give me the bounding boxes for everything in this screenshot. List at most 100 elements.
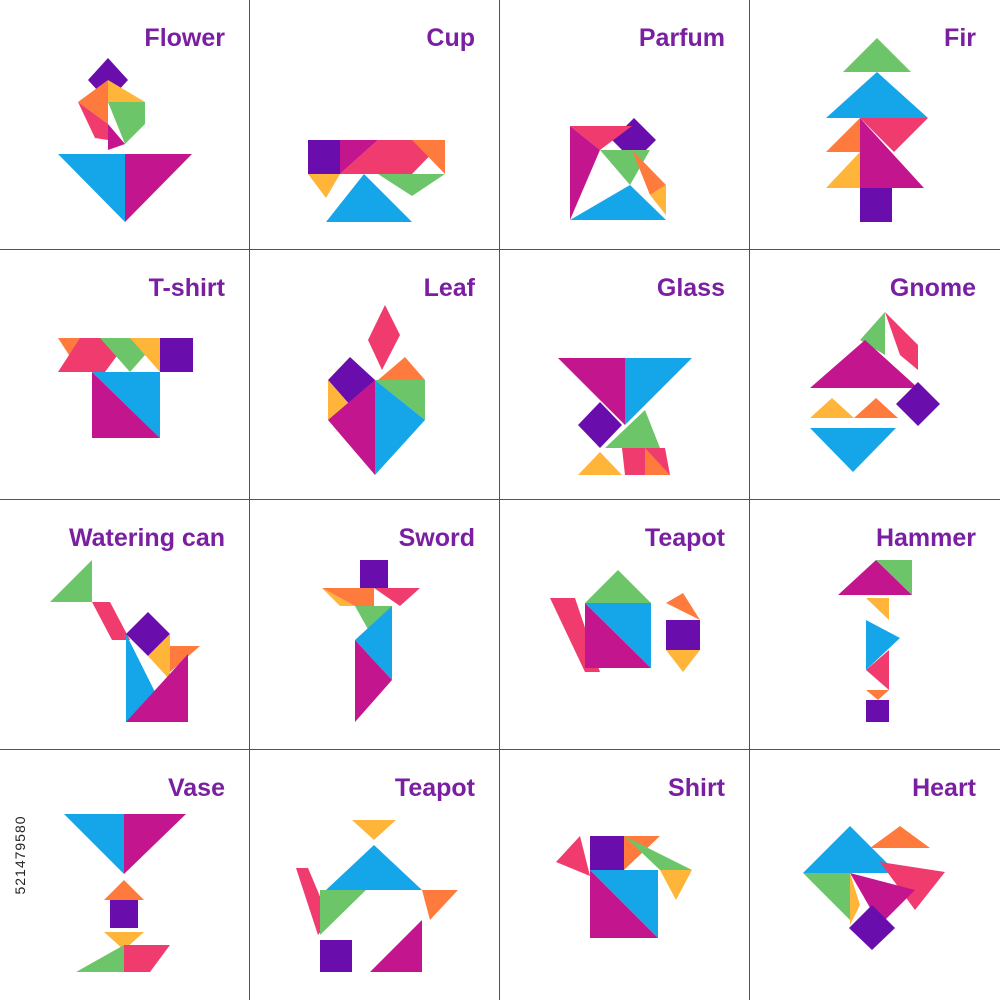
tangram-piece	[92, 372, 160, 438]
tangram-piece	[78, 102, 108, 140]
tangram-piece	[826, 118, 860, 152]
tangram-piece	[104, 932, 144, 950]
tangram-piece	[130, 338, 160, 372]
tangram-piece	[308, 174, 340, 198]
tangram-figure-5	[58, 338, 193, 438]
tangram-piece	[585, 570, 651, 603]
tangram-piece	[585, 603, 651, 668]
figure-label: Fir	[944, 24, 976, 52]
tangram-piece	[866, 620, 900, 670]
tangram-piece	[605, 410, 660, 448]
tangram-figure-12	[838, 560, 912, 722]
tangram-piece	[360, 560, 388, 588]
tangram-figure-4	[826, 38, 928, 222]
tangram-piece	[64, 814, 124, 874]
tangram-card-7: Glass	[500, 250, 750, 500]
tangram-piece	[326, 174, 412, 222]
figure-label: Leaf	[423, 274, 475, 302]
tangram-piece	[666, 620, 700, 650]
tangram-piece	[850, 873, 860, 925]
tangram-piece	[632, 150, 666, 195]
tangram-piece	[590, 836, 624, 870]
tangram-piece	[624, 836, 692, 870]
tangram-figure-14	[296, 820, 458, 972]
figure-label: Sword	[398, 524, 475, 552]
tangram-figure-16	[803, 826, 945, 950]
tangram-piece	[590, 870, 658, 938]
tangram-figure-9	[50, 560, 200, 722]
tangram-piece	[108, 124, 125, 150]
tangram-piece	[838, 560, 912, 595]
tangram-piece	[108, 102, 145, 144]
tangram-card-11: Teapot	[500, 500, 750, 750]
figure-label: Hammer	[875, 524, 976, 552]
figure-label: Shirt	[668, 774, 725, 802]
tangram-piece	[876, 560, 912, 595]
stock-id-label: 521479580	[6, 765, 34, 945]
tangram-piece	[125, 154, 192, 222]
tangram-card-14: Teapot	[250, 750, 500, 1000]
tangram-piece	[556, 836, 590, 876]
tangram-piece	[92, 602, 130, 640]
tangram-piece	[148, 634, 170, 680]
tangram-piece	[570, 126, 600, 220]
tangram-piece	[866, 598, 889, 620]
tangram-piece	[885, 312, 918, 370]
tangram-piece	[810, 340, 918, 388]
tangram-piece	[826, 72, 928, 118]
tangram-piece	[810, 428, 896, 472]
tangram-piece	[328, 380, 375, 475]
tangram-piece	[322, 588, 374, 606]
tangram-piece	[849, 905, 895, 950]
tangram-piece	[810, 398, 854, 418]
tangram-piece	[374, 588, 420, 606]
tangram-piece	[124, 814, 186, 874]
tangram-figure-7	[558, 358, 692, 475]
tangram-piece	[826, 152, 860, 188]
tangram-card-15: Shirt	[500, 750, 750, 1000]
tangram-piece	[854, 398, 898, 418]
tangram-piece	[645, 448, 670, 475]
tangram-piece	[340, 140, 445, 174]
stock-id-text: 521479580	[12, 815, 28, 895]
tangram-piece	[866, 690, 889, 700]
figure-label: Teapot	[394, 774, 475, 802]
tangram-figure-6	[328, 305, 425, 475]
tangram-card-13: Vase	[0, 750, 250, 1000]
tangram-card-8: Gnome	[750, 250, 1000, 500]
tangram-figure-2	[308, 140, 445, 222]
tangram-piece	[308, 140, 340, 174]
tangram-card-9: Watering can	[0, 500, 250, 750]
tangram-figure-10	[322, 560, 420, 722]
tangram-piece	[352, 820, 396, 840]
tangram-piece	[578, 452, 622, 475]
tangram-piece	[666, 650, 700, 672]
tangram-piece	[860, 312, 885, 355]
figure-label: Glass	[656, 274, 725, 302]
tangram-figure-8	[810, 312, 940, 472]
tangram-piece	[104, 880, 144, 900]
figure-label: Cup	[426, 24, 475, 52]
tangram-piece	[412, 140, 445, 174]
tangram-figure-13	[64, 814, 186, 972]
tangram-piece	[78, 80, 108, 124]
tangram-piece	[368, 305, 400, 370]
tangram-piece	[110, 900, 138, 928]
tangram-piece	[650, 185, 666, 215]
tangram-piece	[355, 606, 392, 680]
tangram-piece	[378, 357, 425, 380]
tangram-card-12: Hammer	[750, 500, 1000, 750]
tangram-piece	[558, 358, 625, 425]
tangram-piece	[58, 154, 125, 222]
tangram-piece	[843, 38, 911, 72]
tangram-piece	[370, 920, 422, 972]
tangram-piece	[355, 640, 392, 722]
tangram-piece	[625, 358, 692, 425]
tangram-card-6: Leaf	[250, 250, 500, 500]
tangram-piece	[320, 940, 352, 972]
tangram-piece	[660, 870, 692, 900]
tangram-piece	[866, 650, 889, 690]
tangram-piece	[378, 174, 445, 196]
tangram-figure-3	[570, 118, 666, 220]
tangram-figure-1	[58, 58, 192, 222]
